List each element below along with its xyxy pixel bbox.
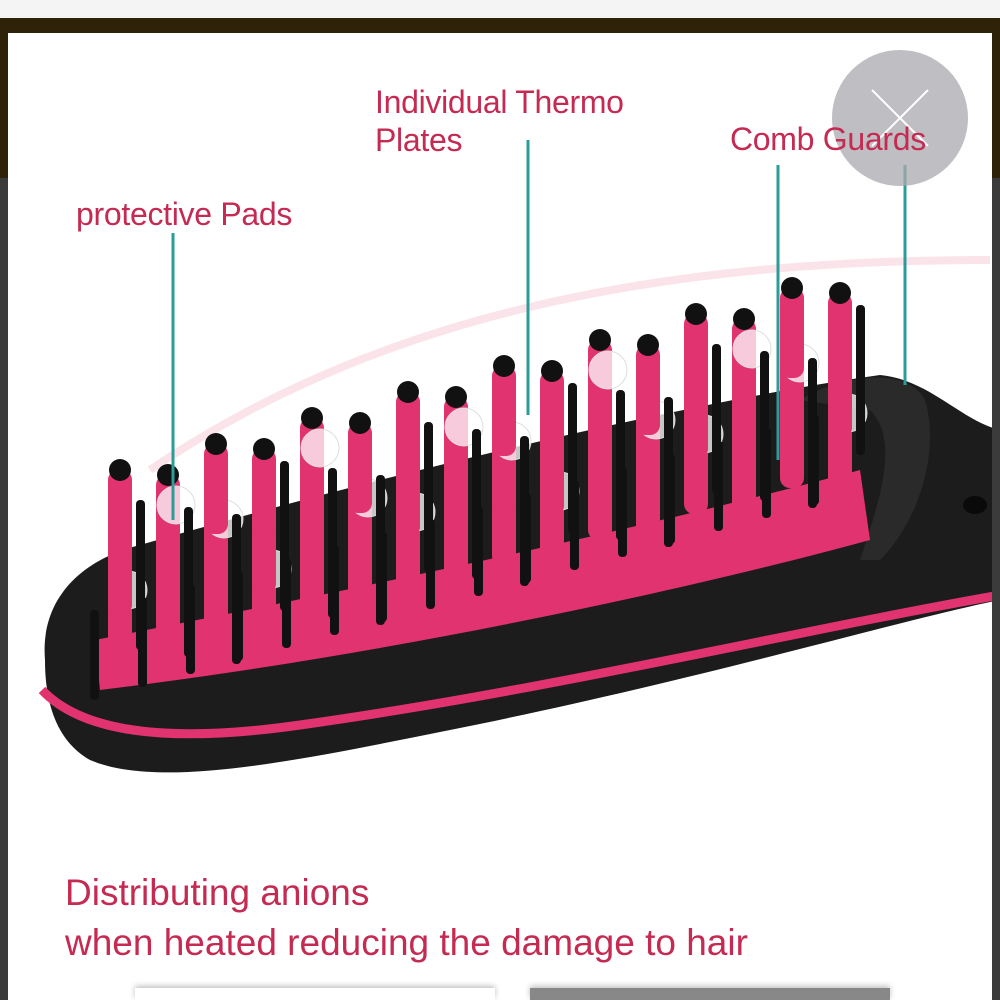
black-pin — [618, 467, 627, 557]
caption-line1: Distributing anions — [65, 872, 370, 913]
bristle-tip — [685, 303, 707, 325]
bristle-tip — [445, 386, 467, 408]
pink-bristle — [780, 288, 804, 378]
black-pin — [714, 441, 723, 531]
black-pin — [90, 610, 99, 700]
bristle-tip — [493, 355, 515, 377]
bristle-tip — [829, 282, 851, 304]
overlay-left — [0, 178, 8, 1000]
brush-illustration — [38, 140, 992, 773]
bristle-tip — [205, 433, 227, 455]
top-bar — [0, 0, 1000, 18]
black-pin — [810, 415, 819, 505]
label-thermo-plates-line1: Individual Thermo — [375, 84, 624, 120]
pink-bristle — [540, 371, 564, 461]
bristle-tip — [109, 459, 131, 481]
black-pin — [856, 305, 865, 455]
bristle-tip — [637, 334, 659, 356]
black-pin — [138, 597, 147, 687]
bristle-tip — [733, 308, 755, 330]
black-pin — [762, 428, 771, 518]
black-pin — [474, 506, 483, 596]
thumbnail-1[interactable] — [135, 988, 495, 1000]
pink-bristle — [636, 345, 660, 435]
product-image: Individual Thermo Plates Comb Guards pro… — [8, 33, 992, 1000]
decorative-swoosh — [147, 256, 991, 474]
thumbnail-2[interactable] — [530, 988, 890, 1000]
pink-bristle — [492, 366, 516, 456]
pink-bristle — [108, 470, 132, 560]
bristle-tip — [589, 329, 611, 351]
bristle-tip — [253, 438, 275, 460]
black-pin — [522, 493, 531, 583]
black-pin — [378, 532, 387, 622]
black-pin — [234, 571, 243, 661]
bristle-tip — [349, 412, 371, 434]
pink-bristle — [204, 444, 228, 534]
bristle-tip — [781, 277, 803, 299]
black-pin — [570, 480, 579, 570]
close-icon — [871, 89, 929, 147]
pink-bristle — [396, 392, 420, 482]
caption-line2: when heated reducing the damage to hair — [65, 922, 748, 963]
protective-pad — [588, 350, 628, 390]
comb-guard — [800, 377, 930, 560]
close-button[interactable] — [832, 50, 968, 186]
pink-bristle — [828, 293, 852, 383]
black-pin — [666, 454, 675, 544]
black-pin — [330, 545, 339, 635]
pink-bristle — [684, 314, 708, 404]
bristle-tip — [541, 360, 563, 382]
black-pin — [282, 558, 291, 648]
black-pin — [186, 584, 195, 674]
overlay-right — [992, 178, 1000, 1000]
pink-stripe — [38, 591, 992, 739]
protective-pad — [300, 428, 340, 468]
pink-bristle — [252, 449, 276, 539]
caption: Distributing anions when heated reducing… — [65, 868, 748, 968]
hanging-hole — [963, 496, 987, 514]
pink-bristle — [348, 423, 372, 513]
bristle-tip — [301, 407, 323, 429]
label-protective-pads: protective Pads — [76, 196, 293, 232]
bristle-tip — [397, 381, 419, 403]
bristle-tip — [157, 464, 179, 486]
black-pin — [426, 519, 435, 609]
label-thermo-plates-line2: Plates — [375, 122, 463, 158]
